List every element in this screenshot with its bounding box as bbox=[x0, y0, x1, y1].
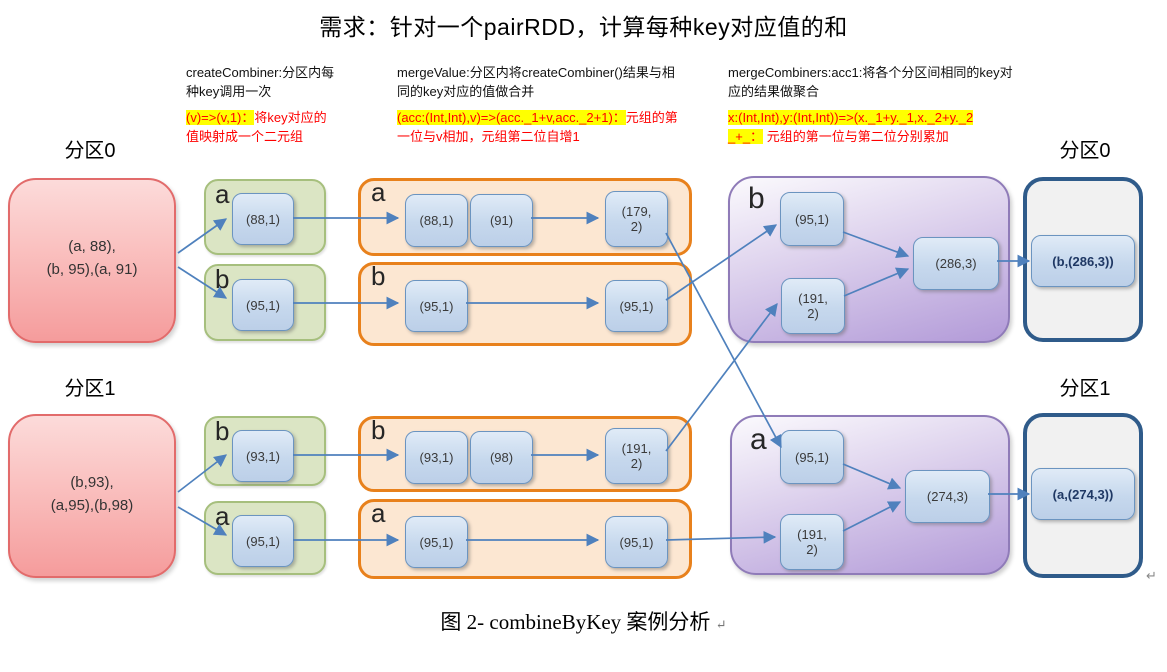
partition1-source-box: (b,93), (a,95),(b,98) bbox=[8, 414, 176, 578]
key-label: b bbox=[371, 261, 386, 291]
formula-note: 元组的第一位与v相加，元组第二位自增1 bbox=[397, 109, 678, 144]
key-label: b bbox=[215, 264, 230, 294]
return-mark: ↵ bbox=[1146, 568, 1157, 583]
formula-code: (v)=>(v,1)： bbox=[186, 109, 255, 125]
merge-value-desc: mergeValue:分区内将createCombiner()结果与相同的key… bbox=[397, 65, 675, 99]
tuple-node: (98) bbox=[470, 431, 533, 484]
create-combiner-group-p0-b: b (95,1) bbox=[204, 264, 326, 341]
tuple-node: (93,1) bbox=[232, 430, 294, 482]
tuple-node: (91) bbox=[470, 194, 533, 247]
merge-combiners-group-a: a (95,1) (191, 2) (274,3) bbox=[730, 415, 1010, 575]
merge-combiners-formula: x:(Int,Int),y:(Int,Int))=>(x._1+y._1,x._… bbox=[728, 109, 1016, 147]
output-partition1-label: 分区1 bbox=[1059, 378, 1111, 400]
output-partition0-label: 分区0 bbox=[1059, 140, 1111, 162]
merge-value-formula: (acc:(Int,Int),v)=>(acc._1+v,acc._2+1)：元… bbox=[397, 109, 685, 147]
output-tuple-node: (a,(274,3)) bbox=[1031, 468, 1135, 520]
merge-combiners-desc: mergeCombiners:acc1:将各个分区间相同的key对应的结果做聚合 bbox=[728, 65, 1013, 99]
partition1-label: 分区1 bbox=[64, 378, 116, 400]
tuple-node: (191, 2) bbox=[781, 278, 845, 334]
source-line: (a,95),(b,98) bbox=[50, 496, 134, 514]
page-title: 需求：针对一个pairRDD，计算每种key对应值的和 bbox=[319, 14, 848, 40]
key-label: a bbox=[215, 501, 230, 531]
output-tuple-node: (b,(286,3)) bbox=[1031, 235, 1135, 287]
key-label: b bbox=[371, 415, 386, 445]
tuple-node-result: (274,3) bbox=[905, 470, 990, 523]
key-label: a bbox=[371, 177, 386, 207]
tuple-node-result: (179, 2) bbox=[605, 191, 668, 247]
merge-value-group-p1-a: a (95,1) (95,1) bbox=[358, 499, 692, 579]
caption-text: 图 2- combineByKey 案例分析 bbox=[440, 610, 711, 634]
figure-caption: 图 2- combineByKey 案例分析 ↵ bbox=[0, 606, 1167, 636]
key-label: b bbox=[215, 416, 230, 446]
tuple-node: (88,1) bbox=[405, 194, 468, 247]
header-create-combiner: createCombiner:分区内每种key调用一次 (v)=>(v,1)：将… bbox=[186, 64, 336, 146]
merge-combiners-group-b: b (95,1) (191, 2) (286,3) bbox=[728, 176, 1010, 343]
tuple-node: (95,1) bbox=[405, 516, 468, 568]
merge-value-group-p0-a: a (88,1) (91) (179, 2) bbox=[358, 178, 692, 256]
key-label: a bbox=[750, 423, 767, 456]
output-partition0-box: (b,(286,3)) bbox=[1023, 177, 1143, 342]
partition1-data: (b,93), (a,95),(b,98) bbox=[10, 472, 174, 517]
return-mark: ↵ bbox=[715, 617, 727, 632]
key-label: a bbox=[371, 498, 386, 528]
source-line: (a, 88), bbox=[68, 238, 116, 255]
tuple-node-result: (95,1) bbox=[605, 280, 668, 332]
create-combiner-group-p1-b: b (93,1) bbox=[204, 416, 326, 486]
formula-note: 元组的第一位与第二位分别累加 bbox=[766, 128, 949, 144]
tuple-node: (95,1) bbox=[780, 430, 844, 484]
merge-value-group-p1-b: b (93,1) (98) (191, 2) bbox=[358, 416, 692, 492]
tuple-node-result: (286,3) bbox=[913, 237, 999, 290]
tuple-node-result: (191, 2) bbox=[605, 428, 668, 484]
header-merge-value: mergeValue:分区内将createCombiner()结果与相同的key… bbox=[397, 64, 685, 146]
tuple-node: (95,1) bbox=[232, 279, 294, 331]
formula-code: (acc:(Int,Int),v)=>(acc._1+v,acc._2+1)： bbox=[397, 109, 626, 125]
tuple-node: (191, 2) bbox=[780, 514, 844, 570]
key-label: a bbox=[215, 179, 230, 209]
tuple-node-result: (95,1) bbox=[605, 516, 668, 568]
output-partition1-box: (a,(274,3)) bbox=[1023, 413, 1143, 578]
tuple-node: (93,1) bbox=[405, 431, 468, 484]
merge-value-group-p0-b: b (95,1) (95,1) bbox=[358, 262, 692, 346]
header-merge-combiners: mergeCombiners:acc1:将各个分区间相同的key对应的结果做聚合… bbox=[728, 64, 1016, 146]
partition0-label: 分区0 bbox=[64, 140, 116, 162]
tuple-node: (95,1) bbox=[232, 515, 294, 567]
formula-code-line2: _+_： bbox=[728, 128, 764, 144]
partition0-source-box: (a, 88), (b, 95),(a, 91) bbox=[8, 178, 176, 343]
source-line: (b, 95),(a, 91) bbox=[46, 260, 138, 278]
tuple-node: (95,1) bbox=[405, 280, 468, 332]
formula-note: 将key对应的值映射成一个二元组 bbox=[186, 109, 327, 144]
tuple-node: (88,1) bbox=[232, 193, 294, 245]
create-combiner-group-p0-a: a (88,1) bbox=[204, 179, 326, 255]
create-combiner-desc: createCombiner:分区内每种key调用一次 bbox=[186, 65, 335, 99]
create-combiner-formula: (v)=>(v,1)：将key对应的值映射成一个二元组 bbox=[186, 109, 336, 147]
partition0-data: (a, 88), (b, 95),(a, 91) bbox=[10, 236, 174, 281]
create-combiner-group-p1-a: a (95,1) bbox=[204, 501, 326, 575]
source-line: (b,93), bbox=[70, 474, 114, 491]
key-label: b bbox=[748, 182, 765, 215]
tuple-node: (95,1) bbox=[780, 192, 844, 246]
formula-code-line1: x:(Int,Int),y:(Int,Int))=>(x._1+y._1,x._… bbox=[728, 109, 974, 125]
